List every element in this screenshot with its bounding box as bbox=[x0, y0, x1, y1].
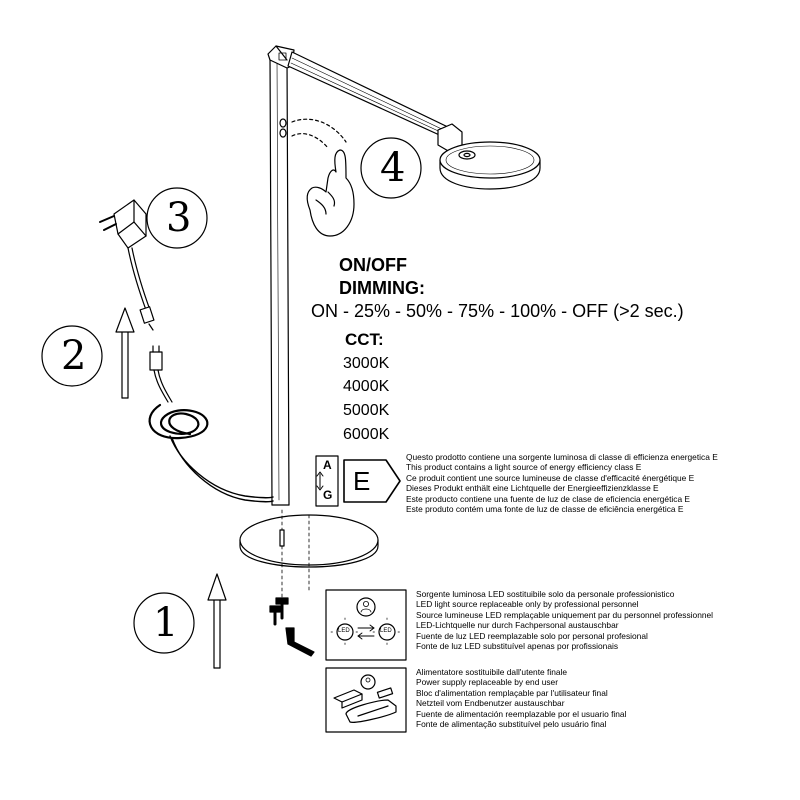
energy-class-letter: E bbox=[353, 466, 371, 496]
led-label-left: LED bbox=[338, 628, 350, 634]
step-number-2: 2 bbox=[61, 333, 87, 379]
energy-text-line: Dieses Produkt enthält eine Lichtquelle … bbox=[406, 483, 659, 494]
led-label-right: LED bbox=[380, 628, 392, 634]
arrow-up-step-2 bbox=[115, 307, 135, 399]
swap-arrows-icon bbox=[357, 624, 375, 640]
led-text-line: Source lumineuse LED remplaçable uniquem… bbox=[416, 609, 714, 620]
power-text-line: Power supply replaceable by end user bbox=[416, 677, 558, 688]
touch-button bbox=[279, 118, 287, 138]
led-notice-panel bbox=[325, 589, 407, 661]
technician-icon bbox=[356, 597, 376, 617]
step-1-circle bbox=[133, 592, 195, 654]
step-2-circle bbox=[41, 325, 103, 387]
hand-touch-gesture bbox=[291, 118, 355, 237]
power-notice-panel bbox=[325, 667, 407, 733]
energy-text-line: This product contains a light source of … bbox=[406, 462, 642, 473]
power-text-line: Alimentatore sostituibile dall'utente fi… bbox=[416, 667, 568, 677]
energy-label-text: Questo prodotto contiene una sorgente lu… bbox=[406, 452, 718, 514]
energy-text-line: Este producto contiene una fuente de luz… bbox=[406, 493, 691, 504]
lamp-base bbox=[239, 509, 379, 601]
led-text-line: LED-Lichtquelle nur durch Fachpersonal a… bbox=[416, 620, 619, 631]
led-notice-text: Sorgente luminosa LED sostituibile solo … bbox=[416, 589, 713, 651]
lamp-arm bbox=[287, 51, 451, 139]
led-bulb-icon-right bbox=[378, 623, 396, 641]
power-notice-text: Alimentatore sostituibile dall'utente fi… bbox=[416, 667, 626, 729]
screw bbox=[269, 529, 289, 626]
lamp-head bbox=[439, 141, 541, 190]
led-text-line: Sorgente luminosa LED sostituibile solo … bbox=[416, 589, 675, 599]
energy-label bbox=[315, 455, 401, 507]
cct-value-4000k: 4000K bbox=[343, 378, 390, 395]
cct-value-5000k: 5000K bbox=[343, 402, 390, 419]
dimming-label: DIMMING: bbox=[339, 278, 425, 298]
energy-text-line: Questo prodotto contiene una sorgente lu… bbox=[406, 452, 718, 462]
step-number-3: 3 bbox=[166, 195, 192, 241]
power-text-line: Fuente de alimentación reemplazable por … bbox=[416, 708, 627, 719]
allen-key bbox=[285, 627, 315, 657]
cct-value-3000k: 3000K bbox=[343, 355, 390, 372]
step-4-circle bbox=[360, 137, 422, 199]
led-bulb-icon-left bbox=[336, 623, 354, 641]
energy-scale-bottom: G bbox=[323, 488, 333, 502]
led-text-line: Fuente de luz LED reemplazable solo por … bbox=[416, 630, 648, 641]
dimming-sequence: ON - 25% - 50% - 75% - 100% - OFF (>2 se… bbox=[311, 301, 684, 321]
power-text-line: Fonte de alimentação substituível pelo u… bbox=[416, 719, 607, 730]
power-text-line: Bloc d'alimentation remplaçable par l'ut… bbox=[416, 687, 608, 698]
step-number-4: 4 bbox=[380, 145, 406, 191]
cct-label: CCT: bbox=[345, 330, 384, 349]
led-text-line: Fonte de luz LED substituível apenas por… bbox=[416, 641, 619, 652]
lamp-pole bbox=[269, 54, 290, 506]
energy-text-line: Ce produit contient une source lumineuse… bbox=[406, 472, 695, 483]
energy-scale-top: A bbox=[323, 458, 332, 472]
arrow-up-step-1 bbox=[207, 573, 227, 669]
step-number-1: 1 bbox=[153, 600, 179, 646]
onoff-label: ON/OFF bbox=[339, 255, 407, 275]
energy-text-line: Este produto contém uma fonte de luz de … bbox=[406, 504, 684, 515]
power-text-line: Netzteil vom Endbenutzer austauschbar bbox=[416, 698, 565, 709]
user-icon bbox=[360, 674, 376, 690]
led-text-line: LED light source replaceable only by pro… bbox=[416, 599, 639, 610]
cct-value-6000k: 6000K bbox=[343, 426, 390, 443]
step-3-circle bbox=[146, 187, 208, 249]
power-cable bbox=[148, 345, 274, 503]
power-adapter bbox=[99, 199, 155, 331]
